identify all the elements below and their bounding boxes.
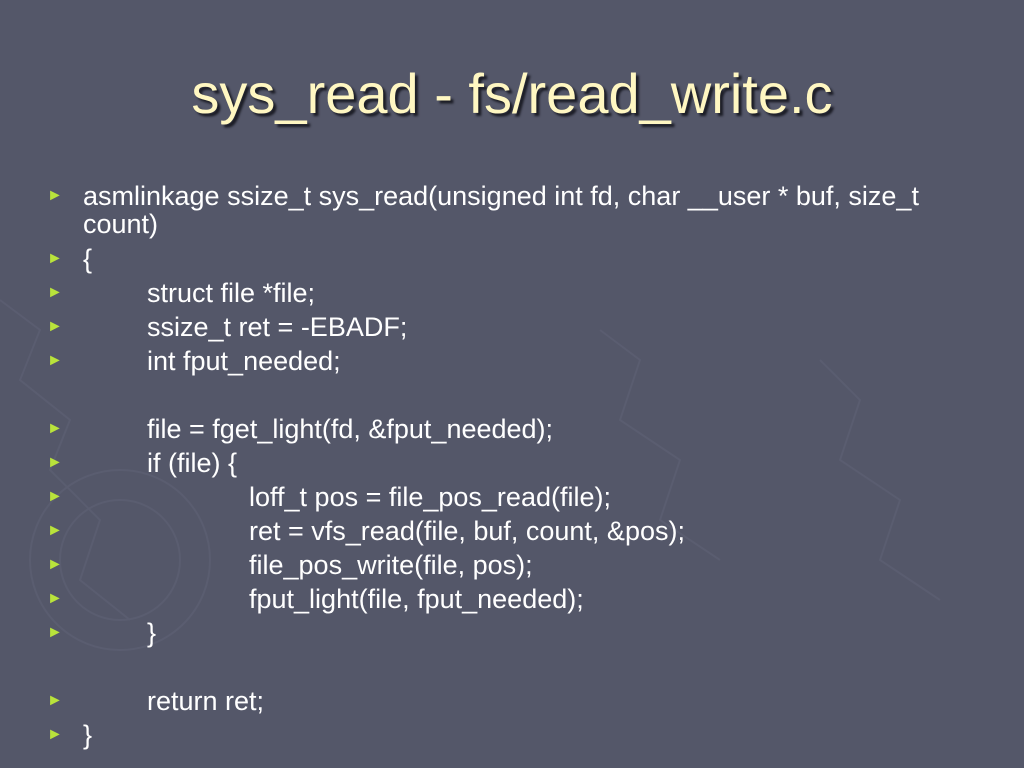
code-text: if (file) { — [147, 448, 238, 478]
bullet-arrow-icon: ► — [47, 624, 63, 641]
code-text: fput_light(file, fput_needed); — [249, 584, 584, 614]
bullet-arrow-icon: ► — [47, 556, 63, 573]
code-text: file = fget_light(fd, &fput_needed); — [147, 414, 554, 444]
bullet-arrow-icon: ► — [47, 284, 63, 301]
bullet-arrow-icon: ► — [47, 726, 63, 743]
bullet-arrow-icon: ► — [47, 420, 63, 437]
bullet-arrow-icon: ► — [47, 454, 63, 471]
bullet-arrow-icon: ► — [47, 352, 63, 369]
bullet-arrow-icon: ► — [47, 692, 63, 709]
code-text: ssize_t ret = -EBADF; — [147, 312, 408, 342]
code-text: { — [83, 244, 93, 274]
bullet-arrow-icon: ► — [47, 522, 63, 539]
code-text: file_pos_write(file, pos); — [249, 550, 533, 580]
bullet-arrow-icon: ► — [47, 187, 63, 204]
bullet-arrow-icon: ► — [47, 488, 63, 505]
code-text: loff_t pos = file_pos_read(file); — [249, 482, 611, 512]
bullet-arrow-icon: ► — [47, 318, 63, 335]
code-text: int fput_needed; — [147, 346, 341, 376]
code-text: asmlinkage ssize_t sys_read(unsigned int… — [83, 181, 919, 239]
code-text: ret = vfs_read(file, buf, count, &pos); — [249, 516, 685, 546]
code-text: } — [83, 720, 93, 750]
slide-title: sys_read - fs/read_write.c — [191, 62, 833, 125]
code-text: return ret; — [147, 686, 265, 716]
bullet-arrow-icon: ► — [47, 250, 63, 267]
bullet-arrow-icon: ► — [47, 590, 63, 607]
code-text: struct file *file; — [147, 278, 316, 308]
code-text: } — [147, 618, 157, 648]
